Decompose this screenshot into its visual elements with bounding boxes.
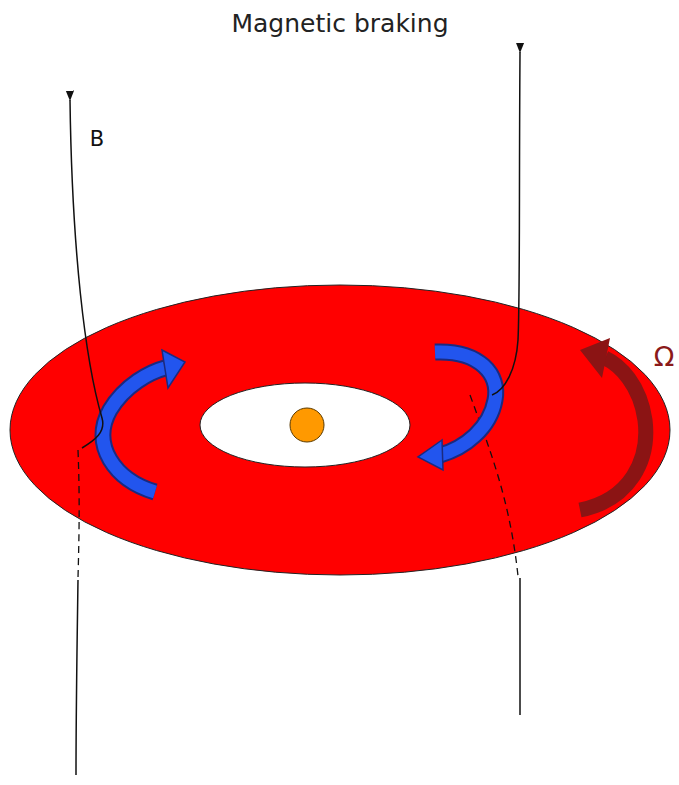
field-label: B [90, 128, 104, 151]
field-line [70, 100, 103, 448]
field-line [492, 52, 520, 395]
twist-arrow [418, 352, 496, 470]
field-line [76, 580, 78, 775]
field-line [519, 578, 521, 715]
rotation-label: Ω [654, 342, 675, 372]
twist-arrow [103, 350, 185, 492]
field-line-hidden [78, 450, 79, 578]
central-star [290, 408, 324, 442]
inner-hole [200, 383, 410, 467]
diagram-title: Magnetic braking [231, 10, 448, 38]
rotation-arrow [580, 338, 646, 510]
accretion-disk [10, 285, 670, 575]
